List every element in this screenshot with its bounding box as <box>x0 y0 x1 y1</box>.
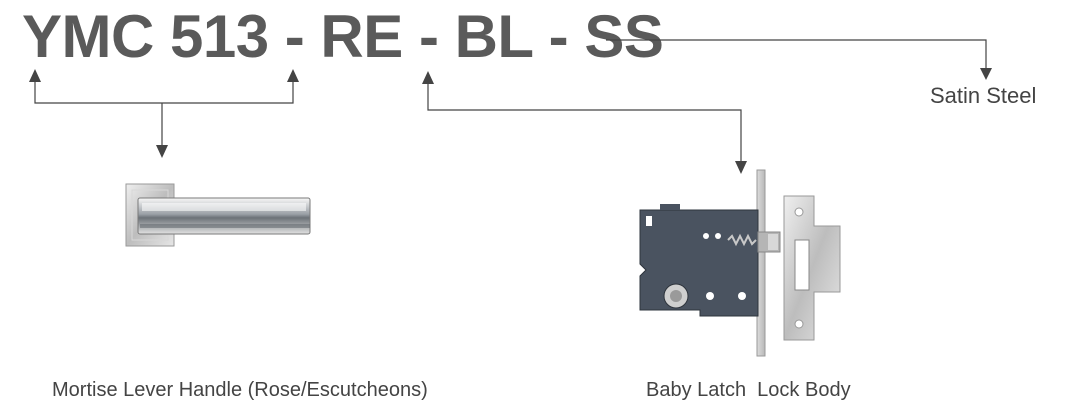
lockbody-arrowhead-up <box>422 71 434 84</box>
lockbody-caption: Baby Latch Lock Body <box>646 379 851 401</box>
handle-arrowhead-right <box>287 69 299 82</box>
handle-arrowhead-down <box>156 145 168 158</box>
lockbody-arrowhead-down <box>735 161 747 174</box>
handle-bracket-arrow <box>34 80 294 146</box>
handle-caption: Mortise Lever Handle (Rose/Escutcheons) <box>52 379 428 401</box>
product-code-title: YMC 513 - RE - BL - SS <box>22 3 664 70</box>
lever-handle-image <box>125 183 311 247</box>
lockbody-arrow <box>427 82 742 162</box>
lock-body-image <box>639 169 841 357</box>
finish-arrow <box>606 39 987 70</box>
finish-arrowhead <box>980 68 992 80</box>
finish-label: Satin Steel <box>930 83 1037 108</box>
handle-arrowhead-left <box>29 69 41 82</box>
